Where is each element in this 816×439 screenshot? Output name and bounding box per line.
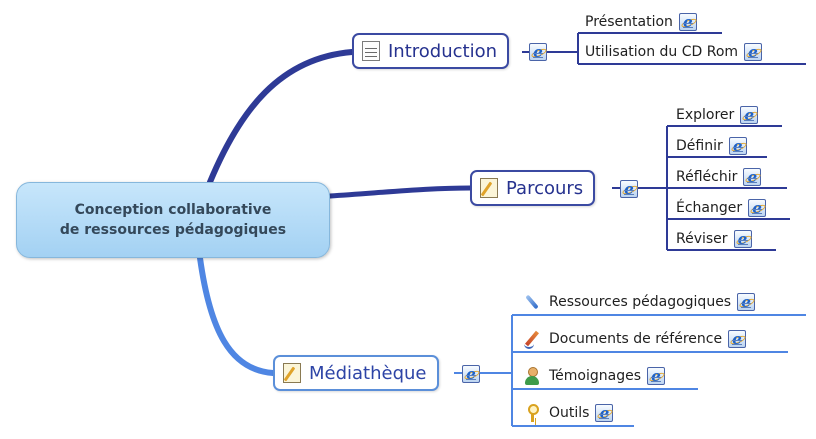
root-label-line2: de ressources pédagogiques (59, 222, 287, 238)
pencil-icon (523, 330, 541, 349)
root-label-line1: Conception collaborative (74, 202, 272, 218)
connector-root-parcours (327, 185, 473, 199)
ie-link-icon[interactable]: e (678, 13, 698, 31)
leaf-ressources-pedagogiques-label: Ressources pédagogiques (549, 294, 732, 310)
ie-link-icon[interactable]: e (748, 199, 767, 217)
ie-link-icon[interactable]: e (462, 365, 481, 383)
branch-mediatheque-label: Médiathèque (309, 362, 427, 384)
ie-link-icon[interactable]: e (744, 43, 763, 61)
note-icon (480, 178, 498, 198)
leaf-reviser[interactable]: Réviser e (676, 228, 753, 250)
leaf-echanger-label: Échanger (676, 200, 743, 216)
leaf-presentation[interactable]: Présentation e (585, 11, 698, 33)
leaf-temoignages[interactable]: Témoignages e (523, 365, 666, 387)
root-node[interactable]: Conception collaborative de ressources p… (16, 182, 330, 258)
leaf-outils[interactable]: Outils e (523, 402, 615, 424)
key-icon (523, 404, 541, 422)
leaf-utilisation-cd-rom[interactable]: Utilisation du CD Rom e (585, 41, 763, 63)
root-label: Conception collaborative de ressources p… (60, 200, 286, 240)
person-icon (523, 367, 541, 385)
leaf-utilisation-cd-rom-label: Utilisation du CD Rom (585, 44, 739, 60)
connector-root-introduction (207, 49, 355, 185)
ie-link-icon[interactable]: e (737, 293, 756, 311)
ie-link-icon[interactable]: e (733, 230, 753, 248)
branch-parcours-label: Parcours (506, 177, 584, 199)
leaf-reflechir[interactable]: Réfléchir e (676, 166, 762, 188)
ie-link-icon[interactable]: e (743, 168, 762, 186)
ie-link-icon[interactable]: e (529, 43, 548, 61)
leaf-reflechir-label: Réfléchir (676, 169, 738, 185)
leaf-outils-label: Outils (549, 405, 590, 421)
leaf-explorer-label: Explorer (676, 107, 735, 123)
leaf-documents-de-reference-label: Documents de référence (549, 331, 723, 347)
branch-parcours[interactable]: Parcours (470, 170, 596, 206)
wand-icon (523, 293, 541, 311)
branch-introduction[interactable]: Introduction (352, 33, 510, 69)
leaf-ressources-pedagogiques[interactable]: Ressources pédagogiques e (523, 291, 756, 313)
ie-link-icon[interactable]: e (620, 180, 639, 198)
ie-link-icon[interactable]: e (595, 404, 615, 422)
leaf-explorer[interactable]: Explorer e (676, 104, 759, 126)
document-icon (362, 41, 380, 61)
connector-mediatheque-children (486, 314, 806, 427)
branch-mediatheque[interactable]: Médiathèque (273, 355, 439, 391)
connector-introduction-children (556, 32, 806, 65)
ie-link-icon[interactable]: e (740, 106, 759, 124)
ie-link-icon[interactable]: e (728, 330, 747, 348)
connector-root-mediatheque (197, 255, 276, 376)
leaf-presentation-label: Présentation (585, 14, 673, 30)
leaf-definir[interactable]: Définir e (676, 135, 748, 157)
branch-introduction-label: Introduction (388, 40, 498, 62)
ie-link-icon[interactable]: e (728, 137, 748, 155)
note-icon (283, 363, 301, 383)
leaf-definir-label: Définir (676, 138, 723, 154)
connector-parcours-children (640, 125, 790, 251)
ie-link-icon[interactable]: e (647, 367, 666, 385)
leaf-documents-de-reference[interactable]: Documents de référence e (523, 328, 747, 350)
leaf-temoignages-label: Témoignages (549, 368, 642, 384)
leaf-reviser-label: Réviser (676, 231, 728, 247)
leaf-echanger[interactable]: Échanger e (676, 197, 767, 219)
